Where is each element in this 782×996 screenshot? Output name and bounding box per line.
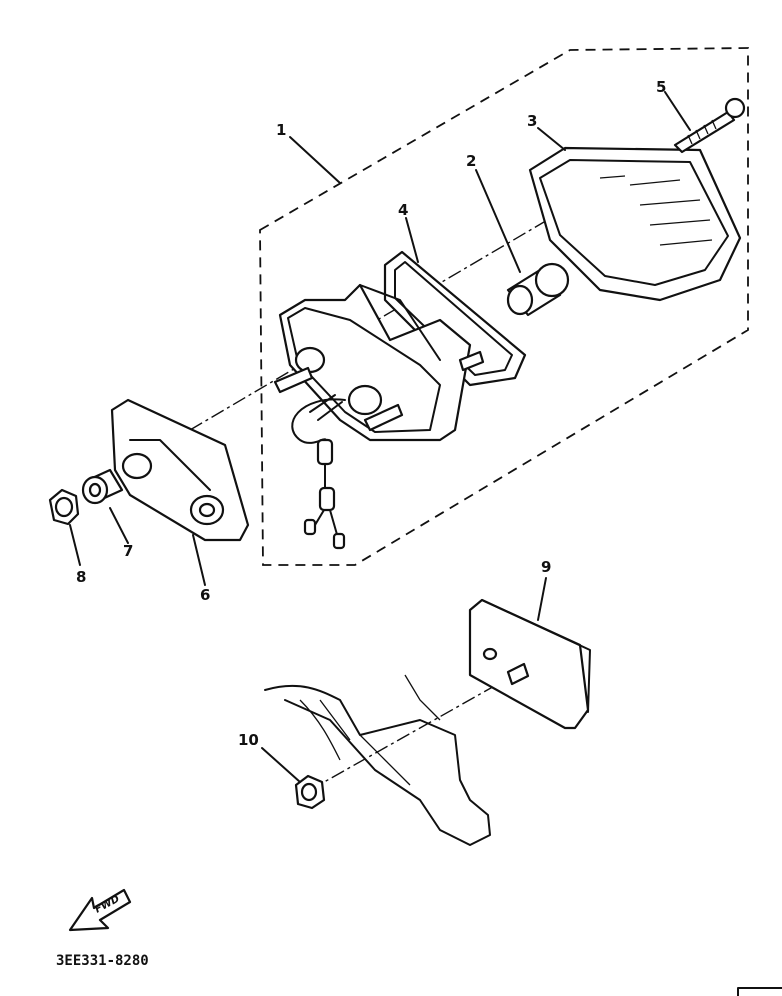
callout-4: 4 [398, 201, 408, 219]
tail-lens [528, 146, 742, 302]
lens-screw [673, 97, 746, 154]
callout-3: 3 [527, 112, 537, 130]
corner-mark [737, 987, 782, 996]
callout-9: 9 [541, 558, 551, 576]
callout-5: 5 [656, 78, 666, 96]
leader-lines [69, 91, 691, 783]
rear-fender [264, 674, 491, 846]
center-line-lower [309, 679, 506, 791]
callout-7: 7 [123, 542, 133, 560]
center-line-upper [189, 194, 591, 431]
callout-6: 6 [200, 586, 210, 604]
reflector [468, 598, 591, 730]
assembly-boundary [259, 47, 749, 566]
mounting-bracket [110, 398, 250, 542]
callout-10: 10 [238, 731, 259, 749]
callout-8: 8 [76, 568, 86, 586]
callout-2: 2 [466, 152, 476, 170]
reflector-nut [294, 774, 326, 810]
forward-arrow-icon: FWD [68, 888, 132, 932]
callout-1: 1 [276, 121, 286, 139]
collar [81, 468, 124, 505]
bulb [506, 262, 570, 317]
wiring-harness [291, 394, 346, 550]
drawing-code: 3EE331-8280 [56, 953, 149, 969]
nut [48, 488, 80, 526]
